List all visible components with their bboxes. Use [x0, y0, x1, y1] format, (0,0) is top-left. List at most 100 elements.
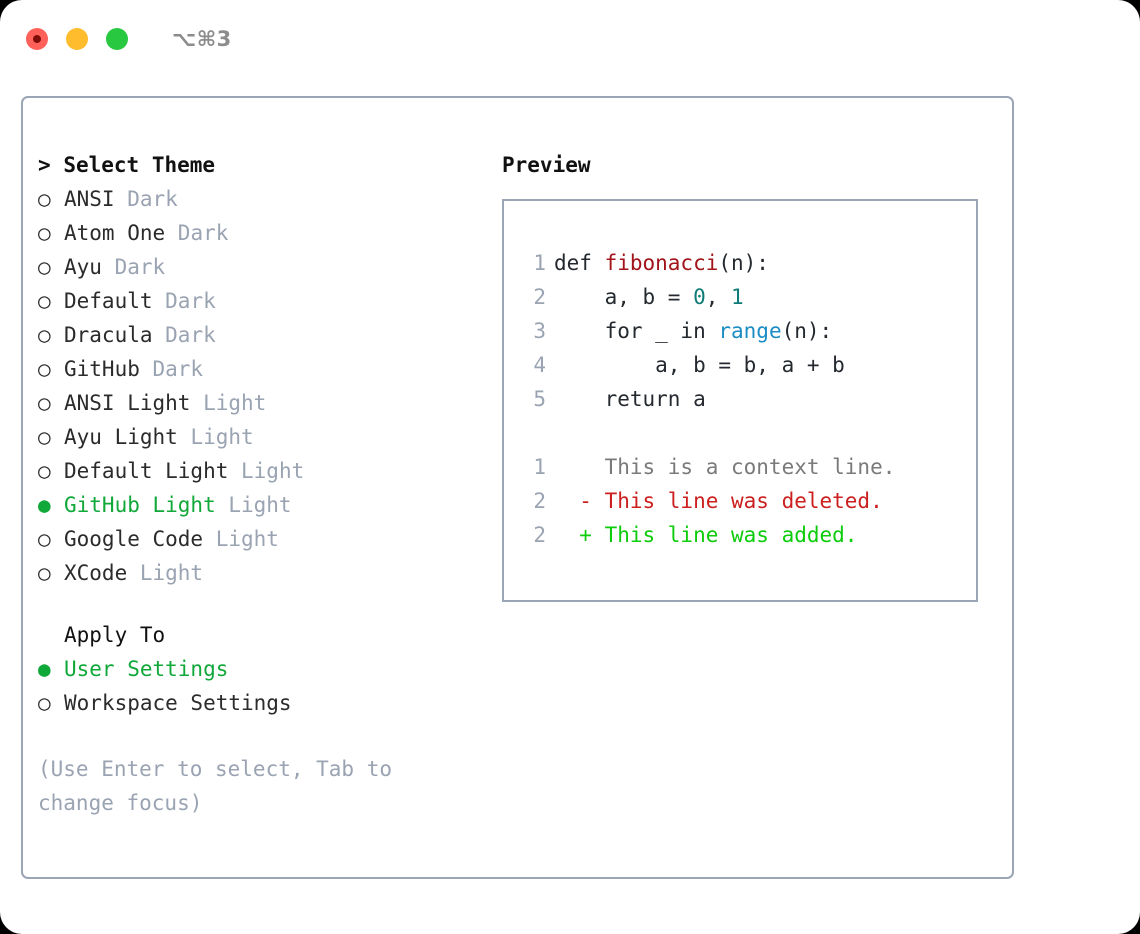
theme-option-kind: Light	[177, 425, 254, 449]
theme-option-google-code[interactable]: ○ Google Code Light	[38, 522, 488, 556]
section-spacer	[38, 590, 488, 618]
code-token-num: 1	[731, 285, 744, 309]
minimize-window-icon[interactable]	[66, 28, 88, 50]
radio-unselected-icon: ○	[38, 255, 51, 279]
theme-option-atom-one[interactable]: ○ Atom One Dark	[38, 216, 488, 250]
theme-option-label: Google Code	[64, 527, 204, 551]
radio-unselected-icon: ○	[38, 691, 51, 715]
theme-option-label: Default Light	[64, 459, 229, 483]
keyboard-hint-text: (Use Enter to select, Tab to change focu…	[38, 757, 393, 815]
theme-option-label: ANSI	[64, 187, 115, 211]
diff-line-text: This is a context line.	[554, 455, 896, 479]
diff-sample: 1 This is a context line.2 - This line w…	[524, 450, 976, 552]
main-panel: > Select Theme ○ANSI Dark○Atom One Dark○…	[21, 96, 1014, 879]
theme-option-github[interactable]: ○ GitHub Dark	[38, 352, 488, 386]
theme-list: ○ ANSI Dark ○ Atom One Dark ○ Ayu Dark ○ Defaul…	[38, 182, 488, 590]
theme-option-label: Ayu	[64, 255, 102, 279]
apply-to-option-user-settings[interactable]: ● User Settings	[38, 652, 488, 686]
theme-option-kind: Dark	[114, 187, 178, 211]
apply-to-option-workspace-settings[interactable]: ○ Workspace Settings	[38, 686, 488, 720]
theme-option-github-light[interactable]: ● GitHub Light Light	[38, 488, 488, 522]
code-token-plain: return a	[554, 387, 706, 411]
radio-unselected-icon: ○	[38, 425, 51, 449]
theme-option-ansi[interactable]: ○ ANSI Dark	[38, 182, 488, 216]
theme-selection-column: > Select Theme ○ANSI Dark○Atom One Dark○…	[38, 148, 488, 820]
diff-line-del: 2 - This line was deleted.	[524, 484, 976, 518]
diff-line-context: 1 This is a context line.	[524, 450, 976, 484]
maximize-window-icon[interactable]	[106, 28, 128, 50]
radio-unselected-icon: ○	[38, 289, 51, 313]
code-line: 3 for _ in range(n):	[524, 314, 976, 348]
theme-option-label: XCode	[64, 561, 128, 585]
radio-unselected-icon: ○	[38, 187, 51, 211]
code-token-plain: for _ in	[554, 319, 719, 343]
theme-option-ayu[interactable]: ○Ayu Dark	[38, 250, 488, 284]
theme-option-kind: Light	[215, 493, 292, 517]
code-token-plain: (n):	[781, 319, 833, 343]
code-token-plain: def	[554, 251, 605, 275]
code-token-builtin: range	[718, 319, 782, 343]
code-diff-spacer	[524, 416, 976, 450]
radio-selected-icon: ●	[38, 657, 51, 681]
theme-list-header-text: Select Theme	[63, 153, 216, 177]
radio-unselected-icon: ○	[38, 561, 51, 585]
code-line: 2 a, b = 0, 1	[524, 280, 976, 314]
diff-line-text: - This line was deleted.	[554, 489, 883, 513]
theme-list-header-label	[51, 153, 64, 177]
code-line-number: 5	[533, 387, 546, 411]
code-line-number: 4	[533, 353, 546, 377]
radio-unselected-icon: ○	[38, 357, 51, 381]
diff-line-add: 2 + This line was added.	[524, 518, 976, 552]
theme-list-header: > Select Theme	[38, 148, 488, 182]
apply-to-list: ● User Settings ○ Workspace Settings	[38, 652, 488, 720]
apply-to-header: Apply To	[64, 623, 166, 647]
theme-option-default-light[interactable]: ○ Default Light Light	[38, 454, 488, 488]
selection-caret-icon: >	[38, 153, 51, 177]
close-window-icon[interactable]	[26, 28, 48, 50]
theme-option-label: GitHub	[64, 357, 140, 381]
code-line-number: 1	[533, 251, 546, 275]
code-line-number: 3	[533, 319, 546, 343]
radio-selected-icon: ●	[38, 493, 51, 517]
theme-option-kind: Light	[228, 459, 305, 483]
code-line-number: 2	[533, 285, 546, 309]
theme-option-xcode[interactable]: ○XCode Light	[38, 556, 488, 590]
apply-to-option-label: Workspace Settings	[64, 691, 292, 715]
theme-option-label: Ayu Light	[64, 425, 178, 449]
code-line: 4 a, b = b, a + b	[524, 348, 976, 382]
theme-option-kind: Dark	[139, 357, 204, 381]
preview-title: Preview	[502, 153, 591, 177]
theme-option-default[interactable]: ○ Default Dark	[38, 284, 488, 318]
code-token-num: 0	[693, 285, 706, 309]
theme-option-kind: Dark	[165, 221, 229, 245]
theme-option-kind: Light	[203, 527, 279, 551]
theme-option-label: GitHub Light	[64, 493, 216, 517]
theme-option-label: ANSI Light	[64, 391, 191, 415]
theme-option-ansi-light[interactable]: ○ ANSI Light Light	[38, 386, 488, 420]
radio-unselected-icon: ○	[38, 391, 51, 415]
theme-option-kind: Dark	[152, 289, 216, 313]
theme-option-ayu-light[interactable]: ○ Ayu Light Light	[38, 420, 488, 454]
radio-unselected-icon: ○	[38, 221, 51, 245]
code-token-plain: ,	[705, 285, 732, 309]
title-bar: ⌥⌘3	[0, 0, 1140, 78]
diff-line-text: + This line was added.	[554, 523, 858, 547]
theme-option-label: Dracula	[64, 323, 153, 347]
radio-unselected-icon: ○	[38, 459, 51, 483]
diff-line-number: 2	[533, 523, 546, 547]
radio-unselected-icon: ○	[38, 527, 51, 551]
apply-to-option-label: User Settings	[64, 657, 229, 681]
code-token-plain: (n):	[718, 251, 769, 275]
keyboard-shortcut-label: ⌥⌘3	[172, 27, 232, 51]
theme-option-label: Default	[64, 289, 153, 313]
theme-option-dracula[interactable]: ○Dracula Dark	[38, 318, 488, 352]
code-token-plain: a, b =	[554, 285, 694, 309]
theme-option-label: Atom One	[64, 221, 166, 245]
theme-option-kind: Light	[190, 391, 267, 415]
theme-option-kind: Dark	[152, 323, 216, 347]
code-line: 5 return a	[524, 382, 976, 416]
